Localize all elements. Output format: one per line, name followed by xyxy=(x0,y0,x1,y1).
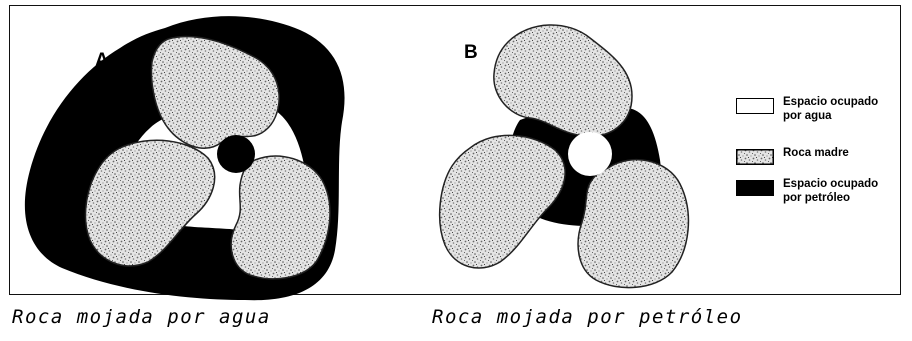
panel-a-label: A xyxy=(95,50,109,72)
caption-panel-b: Roca mojada por petróleo xyxy=(432,306,743,328)
caption-panel-a: Roca mojada por agua xyxy=(12,306,271,328)
legend-item-water: Espacio ocupado por agua xyxy=(736,95,903,123)
panel-b-grain-left xyxy=(440,135,565,268)
panel-a-grain-right xyxy=(231,156,330,279)
legend-swatch-water xyxy=(736,98,774,114)
legend-label-water: Espacio ocupado por agua xyxy=(783,95,903,123)
panel-b-drawing xyxy=(440,25,689,288)
panel-b-label: B xyxy=(464,42,478,64)
panel-b-grain-top xyxy=(494,25,632,136)
legend-swatch-oil xyxy=(736,180,774,196)
legend-swatch-rock xyxy=(736,149,774,165)
panel-a-oil-droplet xyxy=(217,135,255,173)
legend-label-oil: Espacio ocupado por petróleo xyxy=(783,177,903,205)
panel-b-water-droplet xyxy=(568,132,612,176)
panel-b-grain-right xyxy=(578,160,688,288)
legend-label-rock: Roca madre xyxy=(783,146,903,160)
panel-a-drawing xyxy=(25,16,345,300)
legend-item-rock: Roca madre xyxy=(736,146,903,165)
legend-item-oil: Espacio ocupado por petróleo xyxy=(736,177,903,205)
